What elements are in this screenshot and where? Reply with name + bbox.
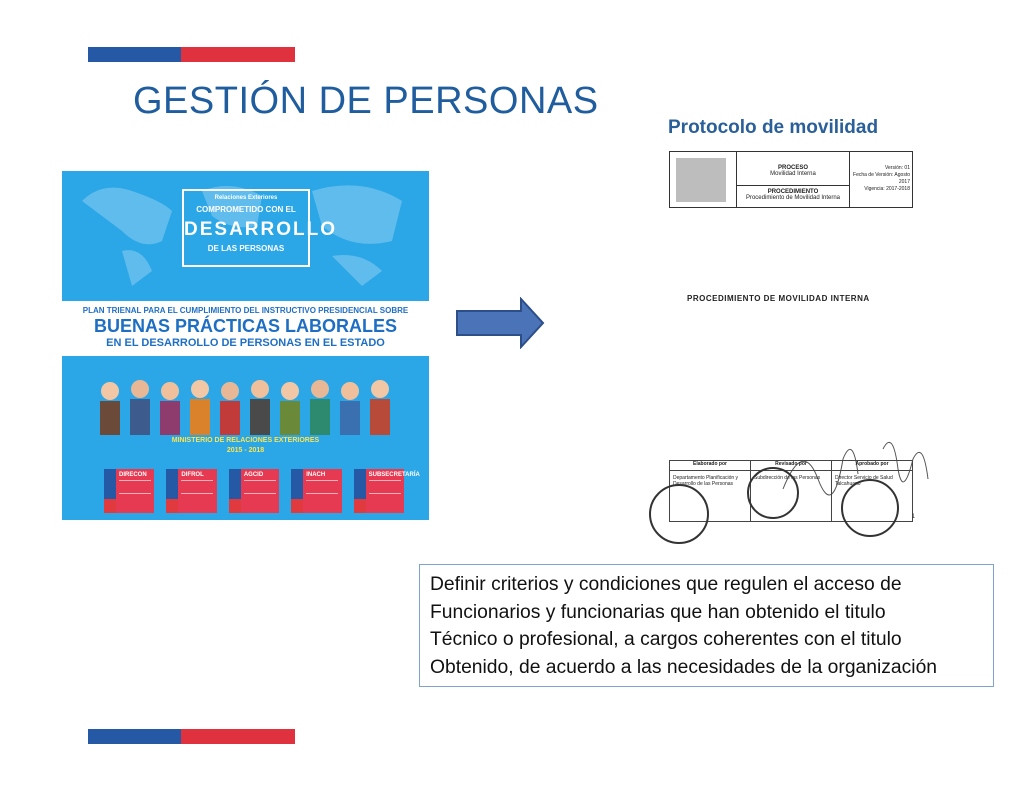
stripe-red-segment [181, 729, 295, 744]
description-line: Funcionarios y funcionarias que han obte… [430, 601, 886, 623]
header-proceso-label: PROCESO [777, 165, 808, 171]
description-textbox: Definir criterios y condiciones que regu… [419, 564, 994, 687]
band-line1: PLAN TRIENAL PARA EL CUMPLIMIENTO DEL IN… [82, 306, 409, 315]
badge-line3: DE LAS PERSONAS [207, 244, 285, 253]
people-illustration [100, 380, 390, 435]
protocol-document-scan: PROCESO Movilidad Interna PROCEDIMIENTO … [643, 149, 937, 544]
logo-name: DIRECON [119, 472, 147, 478]
stripe-blue-segment [88, 729, 181, 744]
bottom-accent-stripe [88, 729, 295, 744]
stamp-seal [747, 467, 799, 519]
header-proceso-value: Movilidad Interna [770, 171, 816, 177]
logo-name: INACH [306, 472, 326, 478]
slide-subtitle: Protocolo de movilidad [668, 117, 879, 138]
badge-small-text: Relaciones Exteriores [214, 195, 278, 201]
stamp-seal [841, 479, 899, 537]
logo-name: DIFROL [181, 472, 204, 478]
institution-logo: DIFROL [166, 469, 217, 513]
document-header: PROCESO Movilidad Interna PROCEDIMIENTO … [669, 151, 913, 208]
band-line3: EN EL DESARROLLO DE PERSONAS EN EL ESTAD… [106, 337, 385, 349]
description-line: Obtenido, de acuerdo a las necesidades d… [430, 656, 938, 678]
badge-big-text: DESARROLLO [184, 219, 337, 240]
description-line: Definir criterios y condiciones que regu… [430, 574, 902, 595]
col-aprobado: Aprobado por [855, 461, 889, 467]
right-arrow-icon [456, 297, 545, 349]
col-elaborado: Elaborado por [670, 461, 751, 470]
cell-aprobado: Director Servicio de Salud Talcahuano [835, 475, 893, 487]
header-version-date: Fecha de Versión: Agosto 2017 [853, 172, 910, 185]
slide-title: GESTIÓN DE PERSONAS [133, 80, 599, 122]
badge-line1: COMPROMETIDO CON EL [196, 205, 296, 214]
top-accent-stripe [88, 47, 295, 62]
description-line: Técnico o profesional, a cargos coherent… [430, 629, 902, 650]
col-revisado: Revisado por [751, 461, 832, 470]
poster-badge: Relaciones Exteriores COMPROMETIDO CON E… [182, 189, 337, 267]
signature-scribbles [782, 441, 929, 496]
institution-logo: AGCID [228, 469, 280, 513]
institution-logo: SUBSECRETARÍA [353, 469, 420, 513]
logo-name: SUBSECRETARÍA [368, 472, 420, 478]
institution-logo: DIRECON [104, 469, 155, 513]
document-title: PROCEDIMIENTO DE MOVILIDAD INTERNA [687, 294, 870, 303]
header-procedimiento-label: PROCEDIMIENTO [737, 185, 849, 195]
stripe-blue-segment [88, 47, 181, 62]
institution-logo: INACH [291, 469, 342, 513]
header-version: Versión: 01 [884, 165, 910, 171]
header-validity: Vigencia: 2017-2018 [864, 186, 910, 192]
logo-name: AGCID [243, 472, 264, 478]
poster-white-band: PLAN TRIENAL PARA EL CUMPLIMIENTO DEL IN… [62, 301, 429, 356]
poster-ministry-text: MINISTERIO DE RELACIONES EXTERIORES [171, 437, 320, 444]
stripe-red-segment [181, 47, 295, 62]
header-procedimiento-value: Procedimiento de Movilidad Interna [745, 195, 841, 201]
document-page-number: 1 [911, 514, 915, 520]
stamp-seal [649, 484, 709, 544]
world-map-graphic [82, 185, 402, 286]
band-line2: BUENAS PRÁCTICAS LABORALES [93, 316, 397, 336]
health-service-logo [676, 158, 726, 202]
poster-years-text: 2015 - 2018 [226, 447, 265, 454]
plan-trienal-poster-image: Relaciones Exteriores COMPROMETIDO CON E… [62, 171, 429, 520]
poster-logos-row: DIRECON DIFROL AGCID INACH SUBSECRETARÍA [104, 469, 420, 513]
